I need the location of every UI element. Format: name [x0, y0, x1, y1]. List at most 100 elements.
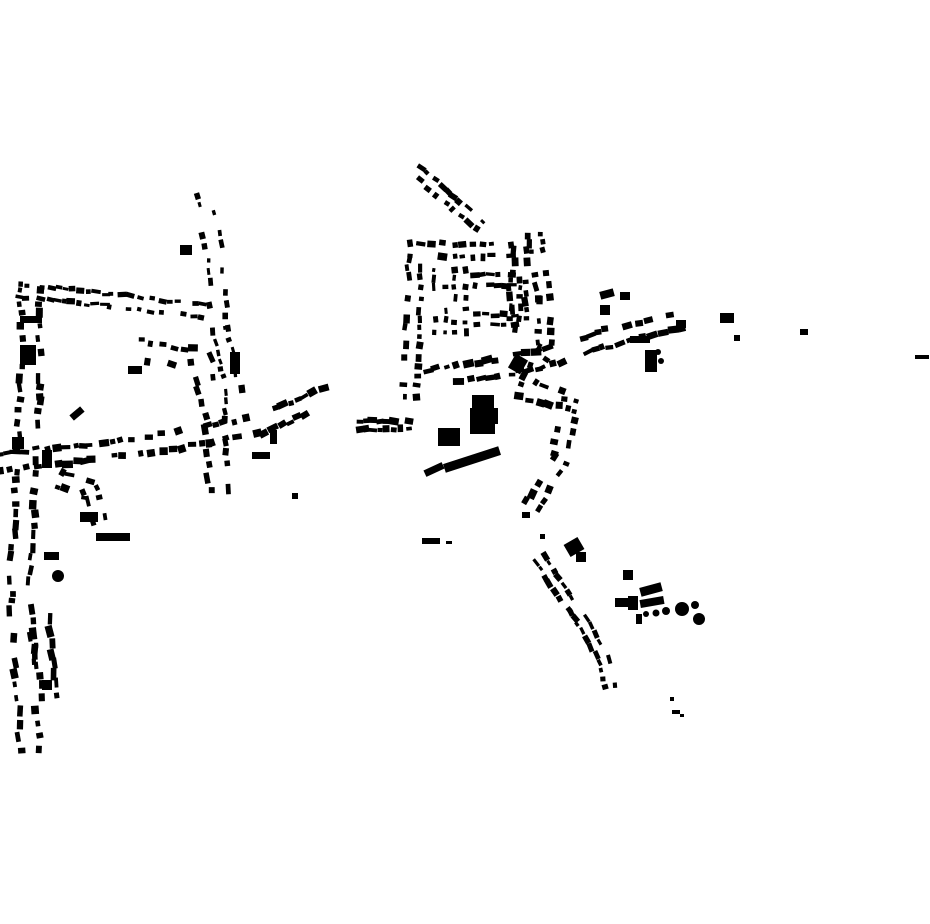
building	[230, 352, 240, 374]
building	[444, 307, 448, 315]
building	[27, 565, 34, 576]
building	[582, 613, 591, 623]
building	[30, 705, 40, 715]
building	[6, 465, 14, 473]
building	[205, 460, 213, 469]
building	[192, 375, 201, 387]
building	[415, 354, 422, 362]
building	[176, 444, 187, 454]
building	[28, 499, 37, 510]
building	[0, 452, 4, 458]
building	[480, 253, 486, 262]
building	[546, 559, 552, 566]
building	[6, 550, 15, 562]
building	[535, 504, 544, 513]
building	[221, 407, 228, 416]
building	[118, 452, 126, 459]
building	[16, 396, 25, 403]
building	[423, 184, 432, 194]
building	[506, 316, 513, 322]
building	[556, 357, 568, 368]
building	[423, 462, 445, 477]
building	[32, 470, 39, 477]
building	[490, 313, 500, 319]
building	[60, 445, 71, 450]
building	[241, 413, 251, 423]
building	[513, 391, 524, 401]
building	[462, 320, 468, 325]
building	[606, 654, 613, 665]
building	[484, 374, 496, 382]
building	[102, 512, 108, 521]
building	[35, 419, 41, 429]
building	[472, 224, 481, 233]
building	[427, 240, 436, 248]
building	[570, 613, 581, 624]
building	[540, 550, 551, 562]
building	[414, 363, 423, 370]
building	[518, 285, 523, 291]
building	[79, 488, 87, 497]
building	[117, 291, 127, 298]
building	[573, 398, 580, 404]
building	[462, 283, 469, 291]
building	[452, 242, 459, 249]
building	[144, 434, 153, 440]
building	[12, 528, 19, 540]
building	[61, 460, 74, 469]
building	[180, 346, 189, 353]
building	[549, 438, 559, 446]
building	[423, 169, 430, 176]
building	[20, 345, 36, 365]
building	[224, 460, 231, 467]
building	[222, 438, 229, 447]
building	[540, 534, 545, 539]
building	[442, 284, 449, 290]
building	[574, 621, 580, 628]
building	[34, 301, 43, 307]
building	[507, 353, 529, 375]
building	[258, 428, 270, 439]
building	[15, 294, 24, 300]
building	[463, 217, 475, 229]
building	[587, 621, 595, 630]
building	[24, 283, 30, 288]
building	[482, 311, 490, 316]
building	[615, 598, 633, 607]
building	[149, 295, 156, 301]
building	[125, 291, 135, 299]
building	[356, 419, 364, 424]
building-round	[662, 607, 670, 615]
building	[225, 336, 232, 343]
building	[562, 460, 570, 467]
building	[217, 358, 223, 365]
building	[443, 446, 501, 473]
building	[600, 676, 606, 682]
building	[300, 392, 309, 400]
building	[511, 257, 519, 267]
building	[532, 378, 540, 387]
building	[506, 291, 514, 302]
building	[19, 334, 27, 343]
building	[224, 324, 232, 333]
building	[462, 266, 469, 274]
building	[25, 576, 31, 586]
building	[507, 271, 517, 278]
building	[203, 472, 211, 484]
building	[592, 650, 601, 660]
building	[222, 447, 230, 456]
building	[200, 423, 209, 436]
building	[146, 448, 156, 458]
building	[36, 295, 46, 303]
building	[479, 219, 486, 225]
building	[490, 322, 500, 327]
building	[52, 443, 62, 453]
building	[582, 347, 595, 357]
building	[93, 484, 101, 492]
building	[639, 582, 663, 597]
building	[620, 292, 630, 300]
building	[526, 239, 532, 249]
building	[276, 399, 289, 410]
building	[22, 463, 30, 471]
building	[35, 720, 41, 727]
